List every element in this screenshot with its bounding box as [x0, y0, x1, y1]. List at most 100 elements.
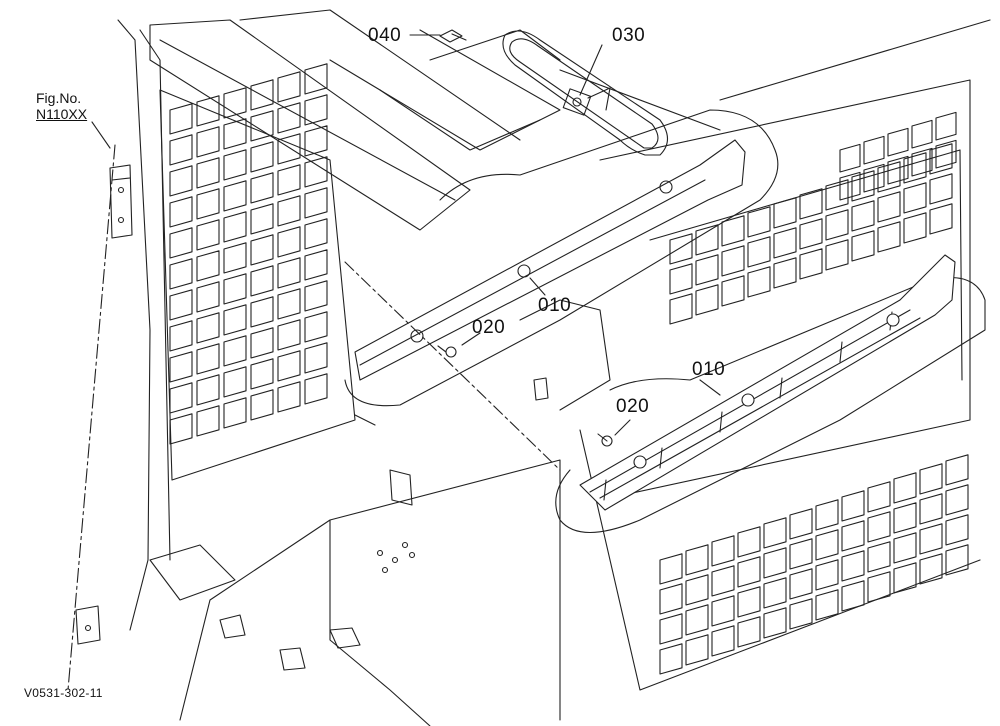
mesh-cell: [250, 327, 274, 359]
mesh-cell: [763, 517, 787, 549]
right-wall-panel: [559, 19, 991, 691]
mesh-cell: [877, 221, 901, 253]
mesh-cell: [763, 607, 787, 639]
mesh-cell: [277, 164, 301, 196]
mesh-cell: [877, 161, 901, 193]
mesh-cell: [250, 79, 274, 111]
mesh-cell: [196, 405, 220, 437]
mesh-cell: [169, 351, 193, 383]
mesh-cell: [711, 625, 735, 657]
reference-line-left: [67, 144, 116, 691]
mesh-cell: [685, 604, 709, 636]
mesh-cell: [919, 493, 943, 525]
mesh-cell: [169, 258, 193, 290]
mesh-cell: [250, 389, 274, 421]
left-brackets: [75, 164, 133, 645]
mesh-cell: [304, 249, 328, 281]
mesh-cell: [196, 188, 220, 220]
mesh-cell: [169, 165, 193, 197]
mesh-cell: [169, 134, 193, 166]
mesh-cell: [711, 535, 735, 567]
mesh-cell: [196, 126, 220, 158]
mesh-cell: [737, 526, 761, 558]
mesh-cell: [887, 155, 909, 185]
drawing-code: V0531-302-11: [24, 686, 103, 700]
mesh-cell: [669, 293, 693, 325]
mesh-cell: [669, 233, 693, 265]
mesh-cell: [851, 170, 875, 202]
mirror-030: [502, 30, 669, 156]
mesh-cell: [911, 119, 933, 149]
bolt-040: [409, 29, 467, 43]
handle-bar-010-upper: [344, 139, 746, 471]
mesh-cell: [903, 182, 927, 214]
mesh-cell: [763, 577, 787, 609]
mesh-cell: [945, 454, 969, 486]
mesh-cell: [277, 257, 301, 289]
mesh-cell: [304, 63, 328, 95]
mesh-cell: [863, 135, 885, 165]
mesh-cell: [919, 523, 943, 555]
mesh-cell: [929, 203, 953, 235]
mesh-cell: [250, 265, 274, 297]
mesh-cell: [685, 574, 709, 606]
mesh-cell: [825, 209, 849, 241]
mesh-cell: [169, 196, 193, 228]
mesh-cell: [935, 111, 957, 141]
figure-reference: Fig.No. N110XX: [36, 90, 87, 122]
mesh-cell: [919, 463, 943, 495]
mesh-cell: [935, 139, 957, 169]
mesh-cell: [815, 559, 839, 591]
mesh-cell: [250, 203, 274, 235]
mesh-cell: [277, 133, 301, 165]
mesh-cell: [277, 71, 301, 103]
mesh-cell: [737, 586, 761, 618]
left-wall-panel: [117, 19, 356, 631]
mesh-cell: [789, 538, 813, 570]
mesh-cell: [250, 172, 274, 204]
mesh-cell: [773, 257, 797, 289]
mesh-cell: [223, 304, 247, 336]
mesh-cell: [903, 152, 927, 184]
mesh-cell: [929, 143, 953, 175]
mesh-cell: [169, 320, 193, 352]
roof-beam: [149, 9, 561, 231]
mesh-cell: [893, 562, 917, 594]
mesh-cell: [223, 180, 247, 212]
mesh-cell: [825, 239, 849, 271]
mesh-cell: [250, 110, 274, 142]
mesh-cell: [799, 188, 823, 220]
mesh-cell: [815, 589, 839, 621]
mesh-cell: [815, 529, 839, 561]
mesh-cell: [659, 553, 683, 585]
mesh-cell: [893, 472, 917, 504]
mesh-cell: [851, 200, 875, 232]
mesh-cell: [223, 242, 247, 274]
mesh-cell: [196, 374, 220, 406]
mesh-cell: [867, 571, 891, 603]
mesh-cell: [711, 595, 735, 627]
mesh-cell: [721, 245, 745, 277]
mesh-cell: [789, 508, 813, 540]
mesh-cell: [695, 224, 719, 256]
mesh-cell: [277, 288, 301, 320]
mesh-cell: [945, 514, 969, 546]
mesh-cell: [659, 583, 683, 615]
mesh-cell: [747, 236, 771, 268]
mesh-cell: [737, 616, 761, 648]
lower-envelope: [555, 276, 986, 534]
mesh-cell: [196, 219, 220, 251]
callout-040: 040: [368, 25, 402, 46]
mesh-cell: [277, 381, 301, 413]
mesh-cell: [223, 397, 247, 429]
mesh-cell: [877, 191, 901, 223]
mesh-cell: [839, 143, 861, 173]
mesh-cell: [695, 284, 719, 316]
mesh-cell: [304, 156, 328, 188]
mesh-cell: [863, 163, 885, 193]
mesh-cell: [841, 580, 865, 612]
mesh-cell: [929, 173, 953, 205]
mesh-cell: [695, 254, 719, 286]
mesh-cell: [893, 502, 917, 534]
mesh-cell: [841, 490, 865, 522]
